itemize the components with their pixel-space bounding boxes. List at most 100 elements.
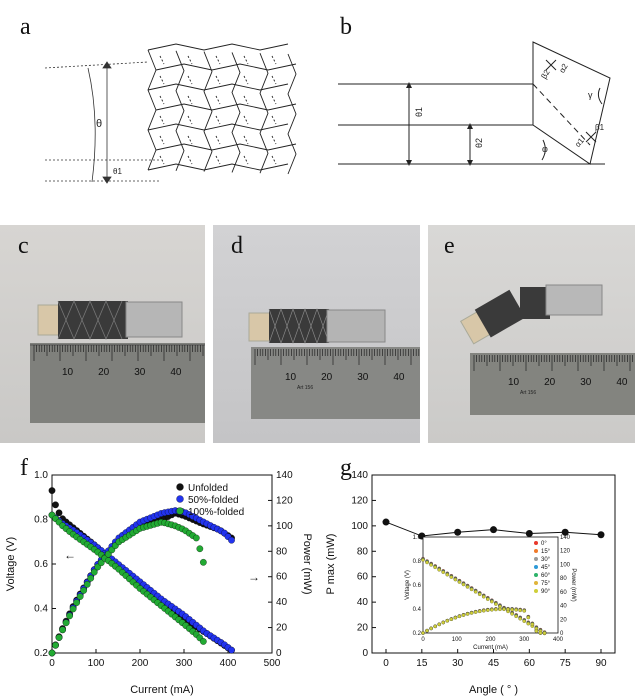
crease-zigzag xyxy=(147,163,289,171)
y-tick-label: 0.4 xyxy=(34,604,48,615)
fold-angle-diagram: θ1 θ2 φ γ α2 β2 α1 β1 xyxy=(338,41,611,166)
inset-voltage-point xyxy=(482,595,486,599)
b-theta1-label: θ1 xyxy=(414,107,424,117)
crease-valley xyxy=(271,95,277,105)
ruler-c-labels: 10 20 30 40 xyxy=(62,367,182,378)
crease-valley xyxy=(187,115,193,125)
inset-legend-marker xyxy=(534,573,538,577)
power-point-2 xyxy=(69,605,77,613)
crease-valley xyxy=(271,135,277,145)
pmax-point xyxy=(561,528,569,536)
inset-y2-tick-label: 20 xyxy=(560,617,567,623)
power-point-2 xyxy=(83,580,91,588)
inset-voltage-point xyxy=(518,617,522,621)
inset-legend-marker xyxy=(534,589,538,593)
legend-label: 50%-folded xyxy=(188,495,239,506)
beta2-label: β2 xyxy=(539,68,552,81)
panel-b: b θ1 θ2 φ γ α2 β2 α1 β1 xyxy=(320,0,635,210)
inset-power-point xyxy=(429,626,433,631)
crease-vertical xyxy=(231,52,241,173)
x-tick-label: 300 xyxy=(176,658,193,669)
x-tick-label: 0 xyxy=(49,658,55,669)
inset-y2-tick-label: 40 xyxy=(560,604,567,610)
crease-valley xyxy=(271,115,277,125)
x-tick-label: 200 xyxy=(132,658,149,669)
ruler-d-tick-10: 10 xyxy=(285,372,297,383)
inset-y-tick-label: 0.2 xyxy=(413,631,422,637)
inset-voltage-point xyxy=(433,565,437,570)
theta1-label: θ1 xyxy=(113,167,122,176)
y-tick-label: 140 xyxy=(351,470,368,481)
inset-power-point xyxy=(477,609,482,614)
panel-a: a θ θ1 xyxy=(0,0,300,210)
panel-label-d: d xyxy=(231,233,243,259)
power-point-2 xyxy=(48,649,56,657)
inset-power-point xyxy=(482,608,486,613)
crease-zigzag xyxy=(155,143,297,151)
panel-label-g: g xyxy=(340,455,352,481)
inset-voltage-point xyxy=(445,573,450,577)
y-tick-label: 120 xyxy=(351,495,368,506)
inset-power-point xyxy=(526,615,530,620)
ruler-d-tick-20: 20 xyxy=(321,372,333,383)
power-point-2 xyxy=(55,634,63,641)
inset-legend-label: 0° xyxy=(541,541,547,547)
inset-power-point xyxy=(425,628,429,633)
inset-legend-marker xyxy=(534,549,538,553)
bent-tube-photo xyxy=(459,284,635,415)
ruler-e-tick-10: 10 xyxy=(508,377,520,388)
inset-power-point xyxy=(465,612,470,616)
power-axis-arrow: → xyxy=(248,570,260,584)
crease-valley xyxy=(215,55,221,65)
y-tick-label: 80 xyxy=(357,546,369,557)
inset-voltage-point xyxy=(441,570,445,574)
x-tick-label: 90 xyxy=(595,658,607,669)
voltage-point-0 xyxy=(52,501,59,509)
inset-x-axis-label: Current (mA) xyxy=(473,645,508,651)
ruler-d-tick-40: 40 xyxy=(393,372,405,383)
y-tick-label: 0.2 xyxy=(34,648,48,659)
inset-power-point xyxy=(498,607,502,612)
y-axis-label: Voltage (V) xyxy=(5,537,17,591)
ruler-c-tick-40: 40 xyxy=(170,367,182,378)
inset-power-point xyxy=(473,610,478,614)
crease-valley xyxy=(159,155,165,165)
x-tick-label: 30 xyxy=(452,658,464,669)
crease-zigzag xyxy=(147,43,289,51)
crease-valley xyxy=(215,95,221,105)
ruler-c-tick-10: 10 xyxy=(62,367,74,378)
inset-voltage-point xyxy=(421,558,425,562)
folded-tube-50-photo xyxy=(248,307,420,419)
inset-y2-tick-label: 60 xyxy=(560,590,567,596)
crease-valley xyxy=(187,135,193,145)
inset-legend-marker xyxy=(534,581,538,585)
inset-legend-label: 30° xyxy=(541,557,551,563)
ruler-e-tick-40: 40 xyxy=(616,377,628,388)
pmax-point xyxy=(525,529,533,537)
inset-x-tick-label: 100 xyxy=(452,637,463,643)
inset-legend-label: 75° xyxy=(541,581,551,587)
inset-voltage-point xyxy=(469,587,474,592)
inset-voltage-point xyxy=(425,560,429,565)
inset-y-tick-label: 0.8 xyxy=(413,559,422,565)
power-point-2 xyxy=(59,626,66,634)
panel-label-a: a xyxy=(20,14,31,40)
ruler-d-labels: 10 20 30 40 xyxy=(285,372,405,383)
inset-power-point xyxy=(514,608,518,612)
inset-voltage-point xyxy=(494,602,498,606)
ruler-d-tick-30: 30 xyxy=(357,372,369,383)
crease-vertical xyxy=(287,53,297,175)
voltage-axis-arrow: ← xyxy=(64,548,76,562)
inset-legend-label: 15° xyxy=(541,549,551,555)
inset-power-point xyxy=(518,608,522,613)
inset-y2-tick-label: 120 xyxy=(560,549,571,555)
crease-valley xyxy=(159,95,165,105)
inset-power-point xyxy=(538,631,543,635)
ruler-c-tick-30: 30 xyxy=(134,367,146,378)
y-tick-label: 1.0 xyxy=(34,470,48,481)
panel-d-photo: d 10 20 30 40 Art 156 xyxy=(213,225,420,443)
voltage-point-0 xyxy=(48,487,56,494)
inset-voltage-point xyxy=(522,619,526,623)
inset-power-point xyxy=(437,622,441,627)
